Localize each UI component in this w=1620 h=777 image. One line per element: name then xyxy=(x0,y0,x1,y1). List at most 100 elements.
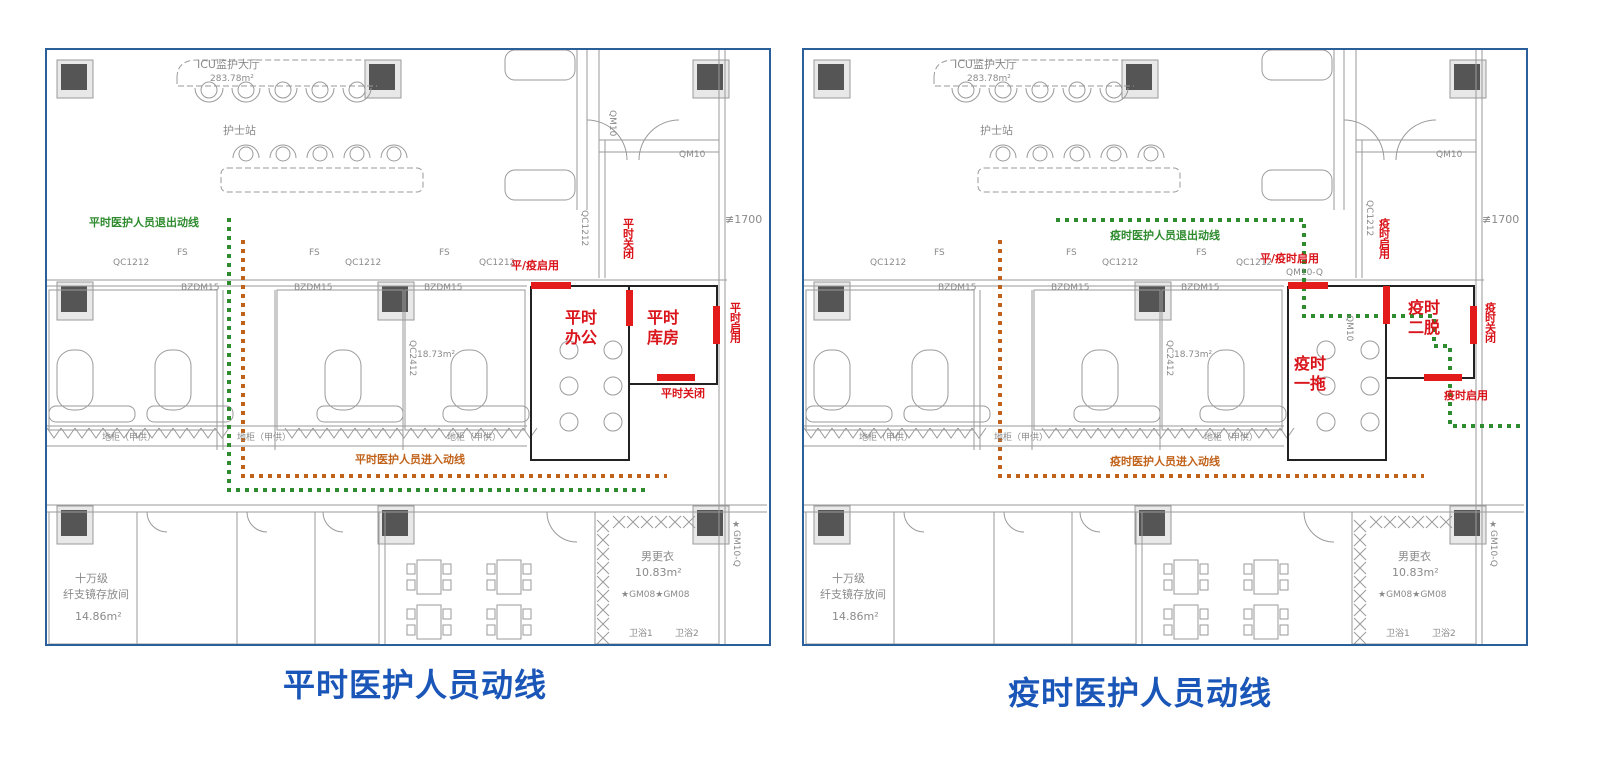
icu-hall-boundary xyxy=(933,59,1134,87)
door-swing xyxy=(1003,511,1025,533)
entry-route-line xyxy=(241,240,667,478)
nurse-pod-inner xyxy=(312,146,328,162)
chair xyxy=(406,579,416,591)
nurse-pod-inner xyxy=(995,146,1011,162)
cabinet-hatch xyxy=(144,427,160,439)
cabinet-hatch xyxy=(1237,427,1253,439)
qm10q-label: QM10-Q xyxy=(1286,268,1323,278)
cabinet-hatch xyxy=(929,427,945,439)
gm10-label: ★GM10-Q xyxy=(731,520,741,567)
door-top-enabled xyxy=(1383,286,1390,324)
cabinet-hatch xyxy=(901,427,917,439)
cabinet-hatch xyxy=(284,427,300,439)
locker-hatch xyxy=(1353,589,1367,603)
qc1212-label: QC1212 xyxy=(345,258,382,268)
toilet xyxy=(603,376,623,396)
cabinet-hatch xyxy=(312,427,328,439)
door-swing xyxy=(1303,511,1335,543)
chair xyxy=(1243,624,1253,636)
bed-pod xyxy=(342,87,372,103)
fs-label: FS xyxy=(309,248,320,258)
qc1212-label: QC1212 xyxy=(1236,258,1273,268)
dining-table xyxy=(1253,559,1279,595)
room-storage-line2: 库房 xyxy=(647,328,680,347)
toilet xyxy=(1360,376,1380,396)
locker-hatch xyxy=(1383,515,1397,529)
locker-hatch xyxy=(682,515,696,529)
nurse-pod-inner xyxy=(1143,146,1159,162)
room-office-line1: 平时 xyxy=(565,308,598,327)
cabinet-hatch xyxy=(88,427,104,439)
bed-pod xyxy=(951,87,981,103)
cabinet-hatch xyxy=(298,427,314,439)
cabinet-hatch xyxy=(859,427,875,439)
locker-hatch xyxy=(596,631,610,644)
dining-table xyxy=(496,604,522,640)
toilet xyxy=(559,412,579,432)
male-changing-room xyxy=(594,511,720,644)
cabinet-hatch xyxy=(915,427,931,439)
room-first-doff-line2: 一拖 xyxy=(1294,374,1327,393)
ward-bed xyxy=(154,349,192,411)
structural-column xyxy=(1126,64,1152,90)
chair xyxy=(522,579,532,591)
qc2412-label: QC2412 xyxy=(407,340,417,377)
door-swing xyxy=(1079,511,1101,533)
bed-rail xyxy=(48,405,136,423)
qc2412-label: QC2412 xyxy=(1164,340,1174,377)
bed-pod xyxy=(231,87,261,103)
bzdm15-label: BZDM15 xyxy=(1181,283,1220,293)
qc1212-label: QC1212 xyxy=(1364,200,1374,237)
toilet xyxy=(559,340,579,360)
locker-hatch xyxy=(1425,515,1439,529)
male-changing-area: 10.83m² xyxy=(1392,566,1439,579)
chair xyxy=(486,563,496,575)
cabinet-hatch xyxy=(1181,427,1197,439)
room-second-doff-line1: 疫时 xyxy=(1408,298,1441,317)
door-label-right-closed: 疫时关闭 xyxy=(1483,302,1497,342)
chair xyxy=(1243,608,1253,620)
chair xyxy=(1243,579,1253,591)
nurse-pod xyxy=(1137,144,1165,159)
chair xyxy=(486,624,496,636)
cabinet-hatch xyxy=(1097,427,1113,439)
chair xyxy=(1243,563,1253,575)
chair xyxy=(1279,579,1289,591)
qm10-label: QM10 xyxy=(607,110,617,137)
cabinet-hatch xyxy=(957,427,973,439)
cabinet-hatch xyxy=(74,427,90,439)
nurse-pod xyxy=(1026,144,1054,159)
bed-rail xyxy=(146,405,234,423)
entry-route-label: 平时医护人员进入动线 xyxy=(355,453,465,466)
nurse-pod xyxy=(1100,144,1128,159)
door-swing xyxy=(546,511,578,543)
qc1212-label: QC1212 xyxy=(113,258,150,268)
entry-route-line xyxy=(998,240,1424,478)
route-overlay xyxy=(998,218,1522,478)
qc1212-label: QC1212 xyxy=(479,258,516,268)
dining-table xyxy=(1173,604,1199,640)
caption-epidemic-routes: 疫时医护人员动线 xyxy=(1008,674,1273,712)
chair xyxy=(486,608,496,620)
nurse-station-label: 护士站 xyxy=(223,124,256,137)
storage-room-area: 14.86m² xyxy=(75,610,122,623)
bed-rail xyxy=(1073,405,1161,423)
cabinet-hatch xyxy=(47,427,62,439)
cabinet-hatch xyxy=(508,427,524,439)
caption-normal-routes: 平时医护人员动线 xyxy=(283,666,548,704)
chair xyxy=(1163,563,1173,575)
chair xyxy=(522,624,532,636)
cad-floor-plan-base xyxy=(804,50,1524,644)
locker-hatch xyxy=(596,561,610,575)
qm10-label: QM10 xyxy=(1436,150,1463,160)
dimension-label: ≢1700 xyxy=(725,213,763,226)
locker-hatch xyxy=(1353,575,1367,589)
room-second-doff-line2: 二脱 xyxy=(1408,318,1441,337)
ground-cabinet-label: 地柜（甲供） xyxy=(994,433,1049,443)
qm10-label: QM10 xyxy=(1344,315,1354,342)
route-overlay xyxy=(227,218,720,492)
bed-pod xyxy=(1062,87,1092,103)
chair xyxy=(442,624,452,636)
bed-pod xyxy=(988,87,1018,103)
cabinet-hatch xyxy=(1209,427,1225,439)
